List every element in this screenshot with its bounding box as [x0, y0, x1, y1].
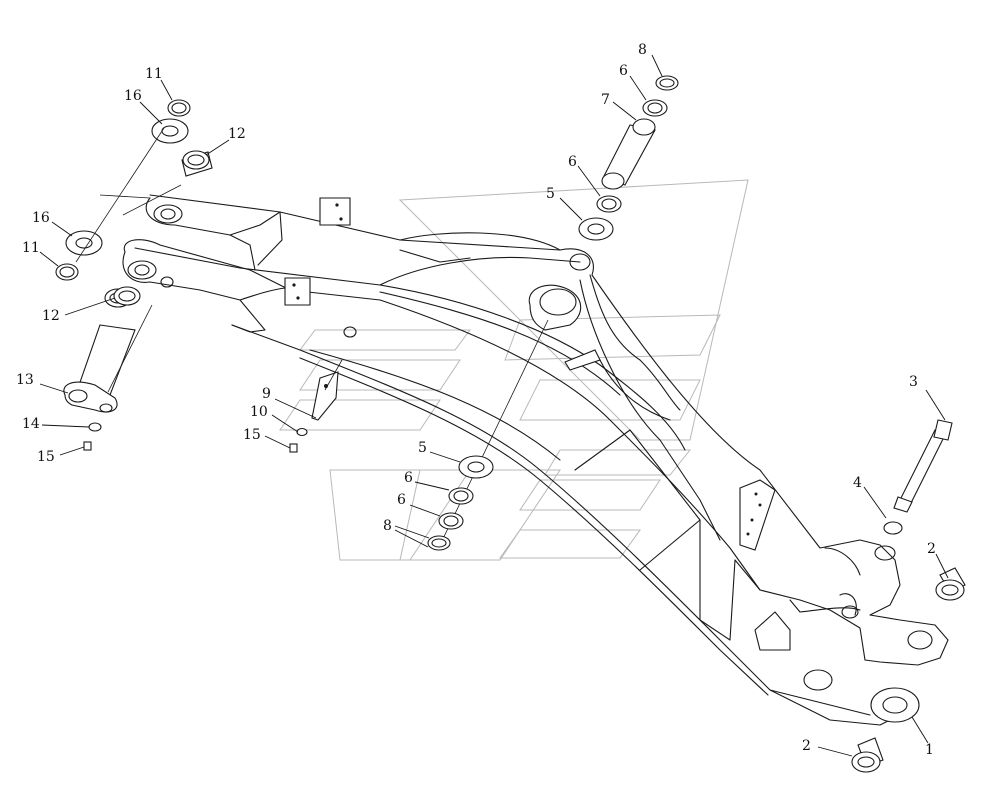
washer-10: [296, 427, 308, 437]
boom-features: [127, 197, 933, 723]
ring-6-upper-b: [596, 195, 622, 213]
callout-9: 9: [262, 386, 271, 402]
washer-14: [88, 422, 102, 432]
washer-16-lower: [65, 230, 103, 256]
washer-5-upper: [578, 217, 614, 241]
callout-13: 13: [16, 372, 34, 388]
boom-body: [122, 194, 949, 726]
callout-8-middle: 8: [383, 518, 392, 534]
callout-11-lower: 11: [22, 240, 40, 256]
axis-line-rear: [75, 127, 165, 263]
callout-8-upper: 8: [638, 42, 647, 58]
axis-line-middle: [439, 319, 549, 546]
callout-15-rear: 15: [37, 449, 55, 465]
ring-4-front: [883, 521, 903, 535]
bracket-9: [311, 359, 343, 421]
pin-7-upper: [601, 118, 656, 190]
pin-3-front: [893, 419, 953, 513]
bolt-15-rear: [83, 441, 92, 451]
callout-4: 4: [853, 475, 862, 491]
bushing-12-upper: [181, 150, 213, 177]
ring-6-upper-a: [642, 99, 668, 117]
bolt-15-middle: [289, 443, 298, 453]
callout-6-upper-b: 6: [568, 154, 577, 170]
axis-line-rear-2: [122, 184, 182, 216]
callout-5-middle: 5: [418, 440, 427, 456]
ring-6-middle-a: [448, 487, 474, 505]
callout-1: 1: [925, 742, 934, 758]
ring-11-lower: [55, 263, 79, 281]
callout-labels: 11 16 12 16 11 12 13 14 15 9 10 15 8 6 7…: [16, 42, 936, 758]
callout-2-lower: 2: [802, 738, 811, 754]
callout-10: 10: [250, 404, 268, 420]
axis-line-rear-3: [99, 194, 151, 199]
callout-6-middle-a: 6: [404, 470, 413, 486]
washer-16-upper: [151, 118, 189, 144]
callout-16-lower: 16: [32, 210, 50, 226]
callout-6-upper-a: 6: [619, 63, 628, 79]
bushing-12-lower: [113, 286, 141, 306]
callout-15-middle: 15: [243, 427, 261, 443]
washer-5-middle: [458, 455, 494, 479]
callout-6-middle-b: 6: [397, 492, 406, 508]
pin-rear: [63, 288, 153, 413]
ring-8-middle: [427, 535, 451, 551]
callout-16-upper: 16: [124, 88, 142, 104]
bushing-2-upper: [935, 567, 966, 601]
callout-12-lower: 12: [42, 308, 60, 324]
callout-2-upper: 2: [927, 541, 936, 557]
watermark-logo: [279, 179, 749, 561]
ring-11-upper: [167, 99, 191, 117]
callout-12-upper: 12: [228, 126, 246, 142]
callout-11-upper: 11: [145, 66, 163, 82]
leader-lines: [39, 54, 949, 757]
bushing-2-lower: [851, 737, 884, 773]
callout-3: 3: [909, 374, 918, 390]
callout-7-upper: 7: [601, 92, 610, 108]
ring-6-middle-b: [438, 512, 464, 530]
ring-8-upper: [655, 75, 679, 91]
callout-5-upper: 5: [546, 186, 555, 202]
callout-14: 14: [22, 416, 40, 432]
